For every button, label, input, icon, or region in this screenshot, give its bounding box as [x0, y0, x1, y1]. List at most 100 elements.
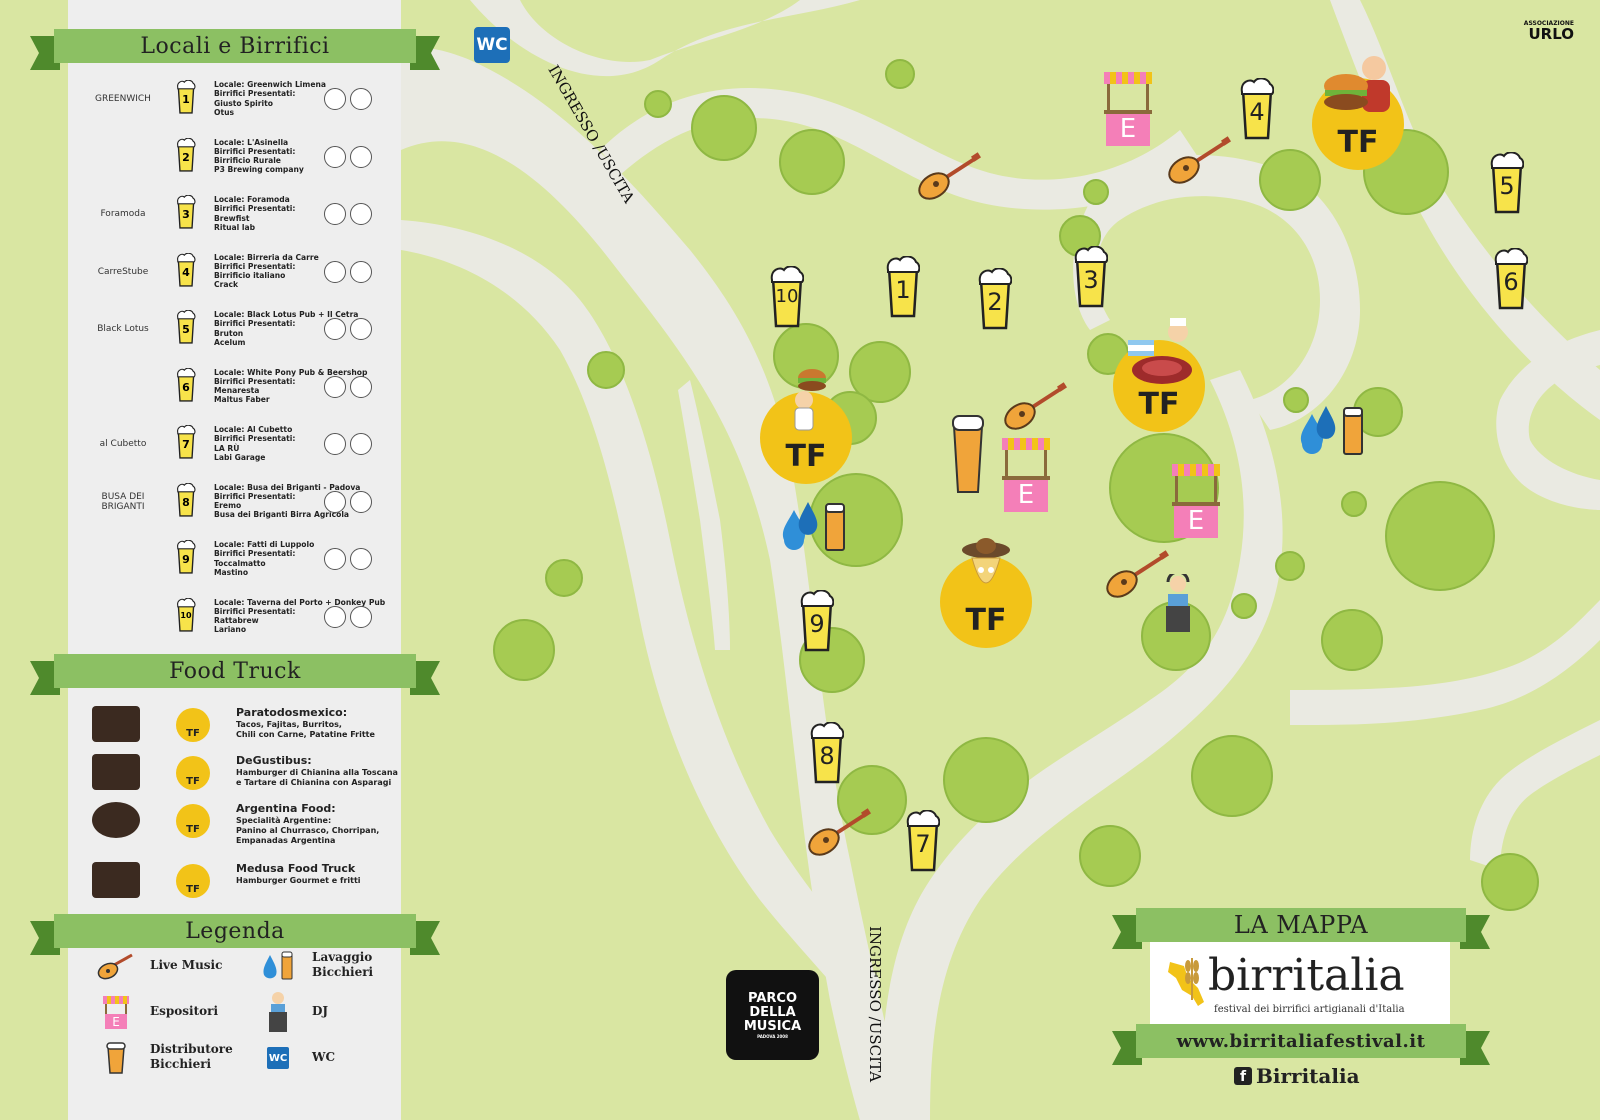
beer-point-8[interactable]: 8	[810, 721, 845, 784]
birrificio-2: Lariano	[214, 625, 247, 635]
url-ribbon: www.birritaliafestival.it	[1112, 1024, 1490, 1065]
beer-number: 1	[182, 93, 190, 106]
locale-logo: al Cubetto	[88, 427, 158, 461]
locale-row-7: al Cubetto 7 Locale: Al Cubetto Birrific…	[68, 423, 401, 473]
birrifici-label: Birrifici Presentati:	[214, 606, 296, 616]
beer-number: 6	[182, 380, 190, 394]
tree	[1079, 825, 1141, 887]
locale-name: Locale: Foramoda	[214, 195, 290, 204]
dj-icon[interactable]	[1160, 574, 1196, 634]
legend-label: WC	[312, 1050, 336, 1064]
park-logo-sub: PADOVA 2008	[757, 1034, 788, 1039]
food-truck-argentina[interactable]: TF	[1113, 340, 1205, 432]
locale-info: Locale: Foramoda Birrifici Presentati: B…	[214, 195, 295, 232]
tree	[1341, 491, 1367, 517]
birrifici-label: Birrifici Presentati:	[214, 146, 296, 156]
brewery-logo-2	[350, 375, 372, 398]
food-truck-badge: TF	[176, 804, 210, 838]
brewery-logo-1	[324, 375, 346, 398]
expo-label: E	[1187, 506, 1205, 536]
locale-row-8: BUSA DEI BRIGANTI 8 Locale: Busa dei Bri…	[68, 481, 401, 531]
brewery-logo-1	[324, 605, 346, 628]
tree	[1385, 481, 1495, 591]
chef-burger-icon	[794, 369, 826, 431]
food-truck-row: TF DeGustibus: Hamburger di Chianina all…	[68, 752, 401, 796]
argentina-steak-icon	[1128, 318, 1192, 384]
food-truck-row: TF Argentina Food: Specialità Argentine:…	[68, 800, 401, 845]
beer-point-6[interactable]: 6	[1494, 247, 1529, 310]
beer-point-7[interactable]: 7	[906, 809, 941, 872]
beer-point-3[interactable]: 3	[1074, 245, 1109, 308]
beer-point-number: 6	[1503, 268, 1519, 296]
beer-point-number: 7	[915, 830, 931, 858]
locale-row-5: Black Lotus 5 Locale: Black Lotus Pub + …	[68, 308, 401, 358]
beer-point-1[interactable]: 1	[886, 255, 921, 318]
website-link[interactable]: www.birritaliafestival.it	[1136, 1024, 1466, 1058]
food-truck-desc-line: Chili con Carne, Patatine Fritte	[236, 730, 375, 739]
organizer-logo: ASSOCIAZIONE URLO	[1524, 21, 1574, 42]
live-music-guitar-icon[interactable]	[1002, 382, 1068, 436]
food-truck-badge-label: TF	[186, 728, 200, 739]
beer-point-number: 4	[1249, 98, 1265, 126]
food-truck-desc-line: e Tartare di Chianina con Asparagi	[236, 778, 392, 787]
food-truck-desc-line: Panino al Churrasco, Chorripan,	[236, 826, 380, 835]
locale-name: Locale: Taverna del Porto + Donkey Pub	[214, 597, 386, 607]
food-truck-name: Paratodosmexico:	[236, 706, 348, 719]
birrificio-2: Crack	[214, 280, 238, 290]
trees	[493, 59, 1539, 911]
facebook-link[interactable]: f Birritalia	[1234, 1064, 1360, 1088]
wc-icon[interactable]: WC	[474, 27, 510, 63]
beer-glass-icon: 5	[176, 309, 196, 344]
beer-point-number: 9	[809, 610, 825, 638]
locale-info: Locale: Al Cubetto Birrifici Presentati:…	[214, 425, 295, 462]
beer-point-2[interactable]: 2	[978, 267, 1013, 330]
expo-stand[interactable]: E	[1104, 70, 1152, 148]
birrificio-1: Menaresta	[214, 386, 260, 396]
food-truck-name: Medusa Food Truck	[236, 862, 356, 875]
brand-tagline: festival dei birrifici artigianali d'Ita…	[1214, 1004, 1405, 1015]
beer-point-number: 8	[819, 742, 835, 770]
legend-label: Lavaggio Bicchieri	[312, 950, 374, 979]
glass-wash-station-2[interactable]	[1292, 404, 1366, 460]
expo-stand[interactable]: E	[1172, 462, 1220, 540]
locale-row-10: 10 Locale: Taverna del Porto + Donkey Pu…	[68, 596, 401, 646]
brewery-logo-1	[324, 548, 346, 570]
food-truck-desc-line: Hamburger di Chianina alla Toscana	[236, 768, 398, 777]
birrificio-1: Bruton	[214, 328, 244, 338]
food-truck-name: DeGustibus:	[236, 754, 312, 767]
birrifici-label: Birrifici Presentati:	[214, 376, 296, 386]
food-truck-logo	[92, 706, 140, 742]
food-truck-name: Argentina Food:	[236, 802, 336, 815]
beer-point-5[interactable]: 5	[1490, 151, 1525, 214]
tree	[1083, 179, 1109, 205]
legend-item: WC WC	[258, 1038, 408, 1078]
pint-icon	[96, 1038, 136, 1078]
locale-logo-text: Foramoda	[100, 209, 146, 219]
tree	[779, 129, 845, 195]
section-title-food: Food Truck	[54, 654, 416, 688]
expo-label: E	[1017, 480, 1035, 510]
live-music-guitar-icon[interactable]	[1104, 550, 1170, 604]
glass-distributor[interactable]	[950, 412, 986, 494]
stand-icon: E	[96, 992, 136, 1032]
parco-della-musica-logo: PARCO DELLA MUSICA PADOVA 2008	[726, 970, 819, 1060]
brewery-logo-1	[324, 433, 346, 455]
beer-glass-icon: 7	[176, 424, 196, 459]
locale-row-2: 2 Locale: L'Asinella Birrifici Presentat…	[68, 136, 401, 186]
legend-label: DJ	[312, 1004, 329, 1018]
glass-wash-station-1[interactable]	[774, 500, 848, 556]
taco-character-icon	[962, 538, 1010, 584]
beer-point-9[interactable]: 9	[800, 589, 835, 652]
live-music-guitar-icon[interactable]	[806, 808, 872, 862]
beer-point-10[interactable]: 10	[770, 265, 805, 328]
beer-number: 5	[182, 323, 190, 336]
food-truck-label: TF	[965, 603, 1007, 638]
beer-point-4[interactable]: 4	[1240, 77, 1275, 140]
expo-stand[interactable]: E	[1002, 436, 1050, 514]
live-music-guitar-icon[interactable]	[916, 152, 982, 206]
live-music-guitar-icon[interactable]	[1166, 136, 1232, 190]
beer-glass-icon: 6	[176, 367, 196, 402]
brewery-logo-1	[324, 88, 346, 110]
tree	[885, 59, 915, 89]
